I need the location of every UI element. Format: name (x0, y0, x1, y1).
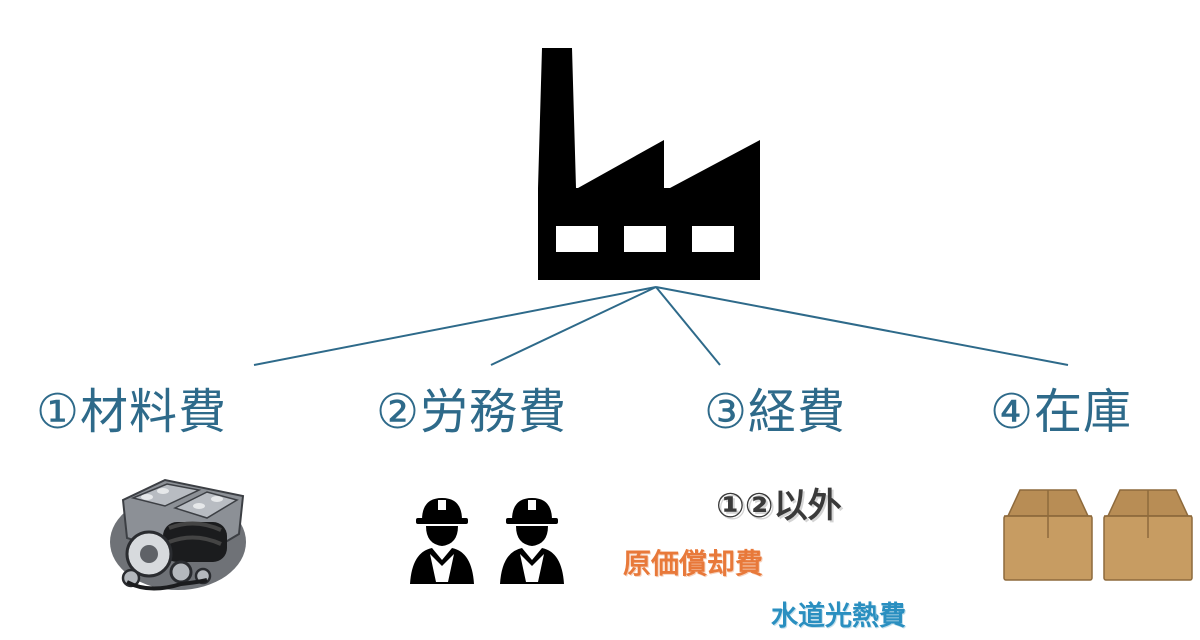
category-materials: ①材料費 (36, 384, 228, 440)
category-labor: ②労務費 (376, 384, 568, 440)
note-other-than-1-2: ①②以外 (716, 486, 842, 526)
factory-icon (538, 48, 760, 280)
note-utilities: 水道光熱費 (771, 601, 906, 632)
connector-line-materials (253, 286, 657, 366)
boxes-icon (1003, 489, 1193, 581)
connector-line-inventory (655, 286, 1069, 366)
box-icon (1003, 489, 1093, 581)
worker-icon (410, 498, 474, 584)
category-expenses: ③経費 (704, 384, 847, 440)
workers-icon (410, 498, 564, 584)
category-inventory: ④在庫 (990, 384, 1133, 440)
connector-line-expenses (655, 286, 721, 366)
engine-icon (110, 478, 246, 591)
box-icon (1103, 489, 1193, 581)
connector-line-labor (490, 286, 657, 366)
note-depreciation: 原価償却費 (623, 547, 764, 580)
worker-icon (500, 498, 564, 584)
